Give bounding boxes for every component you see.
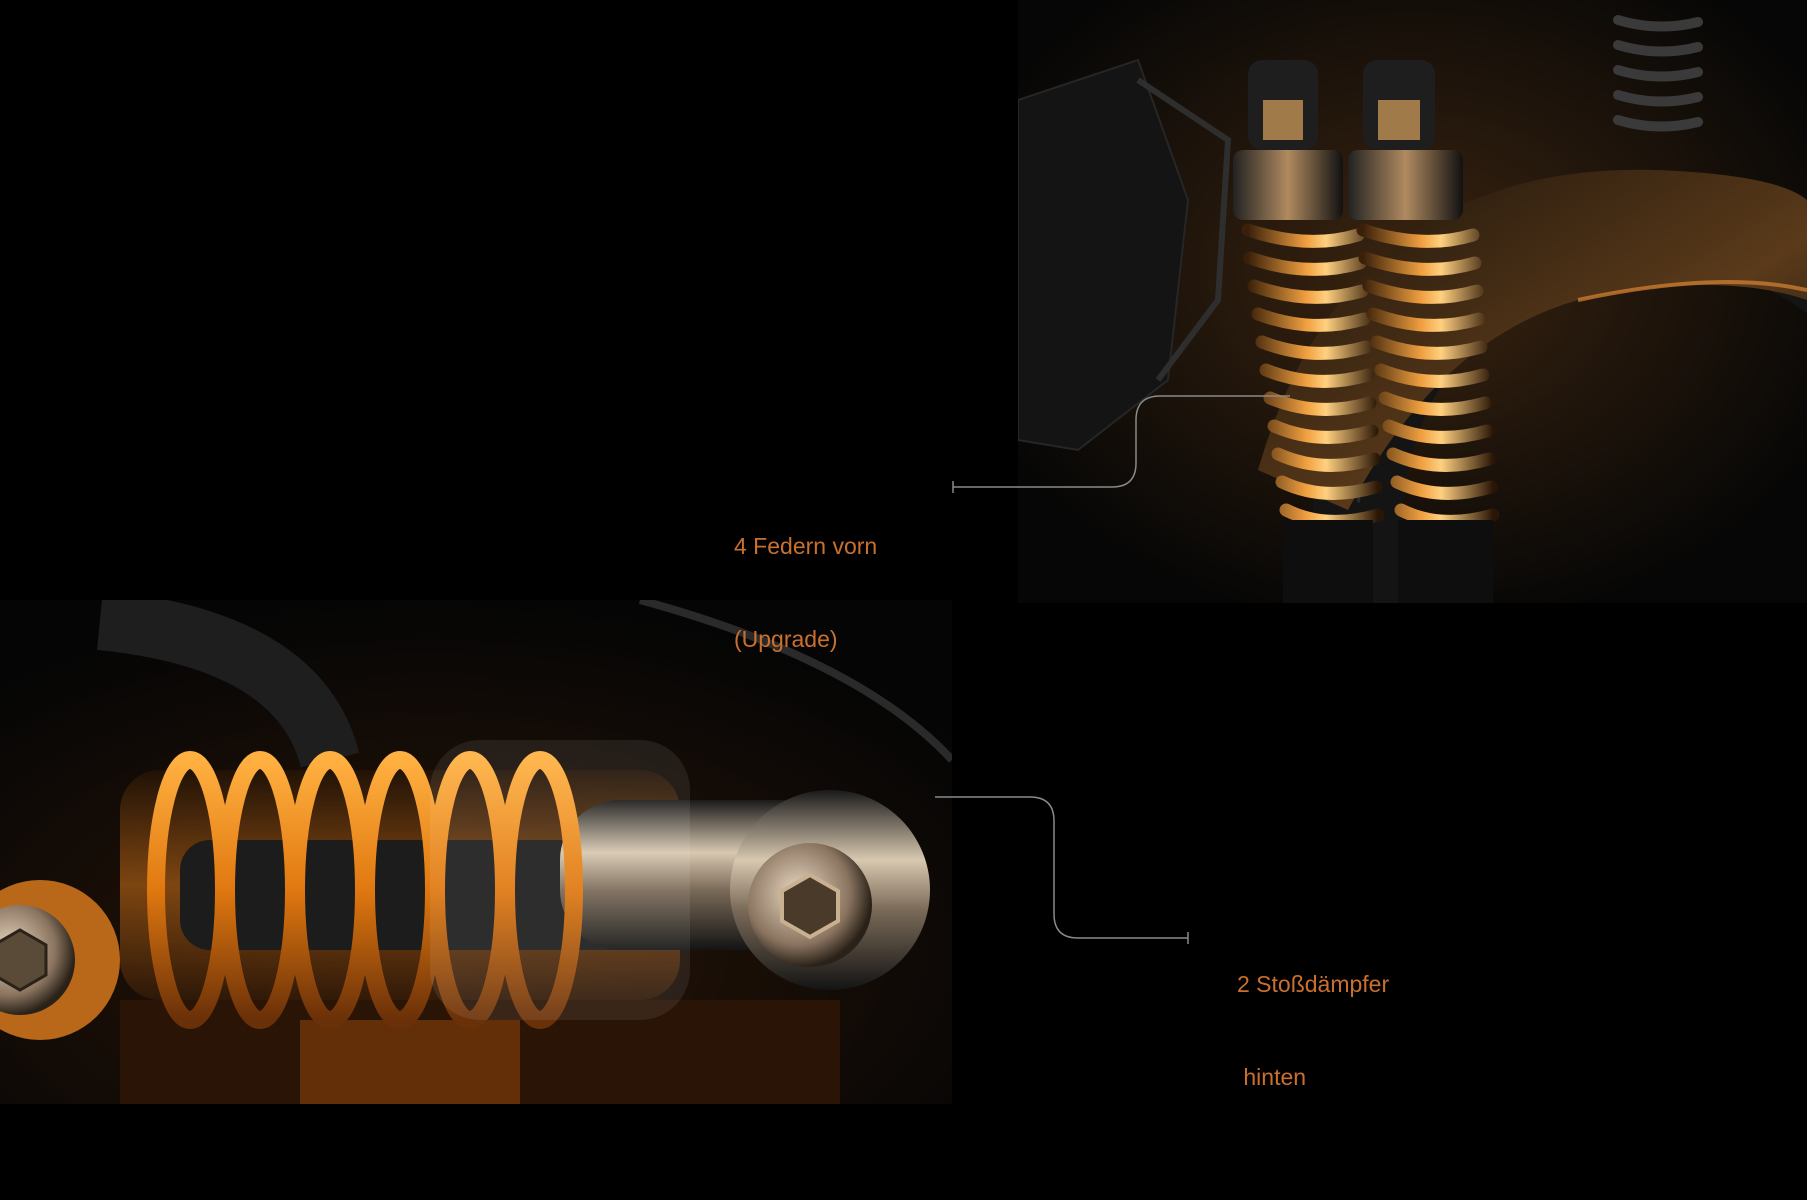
- rear-shock-illustration: [0, 600, 952, 1104]
- front-suspension-photo: [1018, 0, 1807, 603]
- rear-spring: [147, 751, 583, 1029]
- rear-shocks-callout: 2 Stoßdämpfer hinten: [1237, 907, 1389, 1124]
- front-springs-label: 4 Federn vorn: [734, 533, 878, 559]
- front-springs-illustration: [1018, 0, 1807, 603]
- front-spring-left: [1233, 60, 1385, 603]
- front-springs-sublabel: (Upgrade): [734, 626, 838, 652]
- rear-shocks-label: 2 Stoßdämpfer: [1237, 971, 1390, 997]
- front-spring-right: [1348, 60, 1500, 603]
- rear-shocks-sublabel: hinten: [1237, 1064, 1307, 1090]
- rear-suspension-photo: [0, 600, 952, 1104]
- front-springs-callout: 4 Federn vorn (Upgrade): [734, 469, 877, 686]
- rear-callout-leader-line: [935, 796, 1188, 939]
